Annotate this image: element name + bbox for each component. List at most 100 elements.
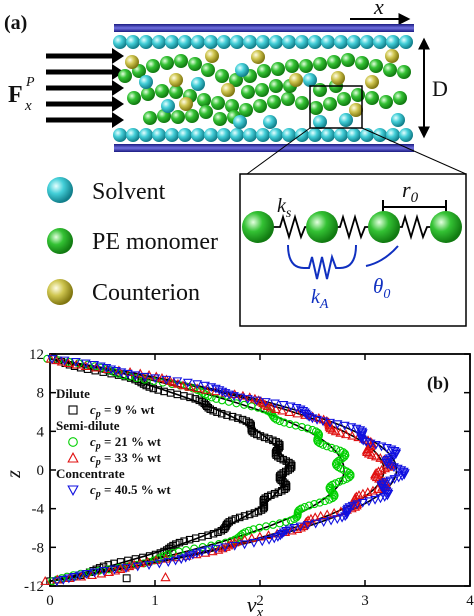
data-point-triangle-down xyxy=(187,550,198,560)
data-point-square xyxy=(124,556,132,565)
data-point-triangle-down xyxy=(172,377,183,387)
data-point-triangle-down xyxy=(272,532,283,542)
data-point-triangle-down xyxy=(389,475,400,485)
pe-monomer-bead xyxy=(241,85,255,99)
data-point-triangle-down xyxy=(101,363,112,373)
data-point-triangle-down xyxy=(239,540,250,550)
data-point-triangle-up xyxy=(277,405,288,415)
counterion-bead xyxy=(331,71,345,85)
data-point-triangle-down xyxy=(312,415,323,425)
wall-bead xyxy=(178,128,192,142)
data-point-square xyxy=(242,417,251,425)
counterion-bead xyxy=(289,73,303,87)
data-point-triangle-down xyxy=(277,529,287,539)
data-point-triangle-down xyxy=(154,559,165,569)
data-point-triangle-down xyxy=(122,369,133,379)
data-point-triangle-up xyxy=(71,359,82,369)
wall-bead xyxy=(126,128,140,142)
counterion-bead xyxy=(349,103,363,117)
data-point-triangle-down xyxy=(357,427,368,437)
solvent-bead xyxy=(391,113,405,127)
bead-spring-inset: r0 ks kA θ0 xyxy=(239,173,467,327)
data-point-triangle-down xyxy=(365,439,376,449)
data-point-circle xyxy=(332,445,341,454)
data-point-triangle-down xyxy=(342,509,353,519)
angle-spring xyxy=(287,244,357,280)
data-point-triangle-down xyxy=(109,565,120,575)
data-point-square xyxy=(269,436,277,445)
inset-monomer-4 xyxy=(430,211,462,243)
pe-monomer-bead xyxy=(257,64,271,78)
solvent-legend-label: Solvent xyxy=(92,179,166,205)
data-point-triangle-down xyxy=(242,395,253,404)
solvent-bead xyxy=(139,75,153,89)
data-point-triangle-down xyxy=(391,448,402,458)
pe-monomer-bead xyxy=(143,111,157,125)
pe-monomer-bead xyxy=(225,99,239,113)
data-point-triangle-down xyxy=(347,501,358,511)
inset-monomer-3 xyxy=(368,211,400,243)
data-point-circle xyxy=(310,500,319,509)
force-label: F xyxy=(8,82,23,108)
data-point-square xyxy=(209,529,218,538)
pe-monomer-bead xyxy=(211,96,225,110)
solvent-bead xyxy=(235,63,249,77)
species-legend: Solvent PE monomer Counterion xyxy=(47,177,218,306)
x-tick-label: 1 xyxy=(151,593,159,609)
data-point-triangle-up xyxy=(102,364,113,373)
channel-height-label: D xyxy=(432,76,448,101)
data-point-triangle-down xyxy=(284,525,295,535)
data-point-square xyxy=(245,510,254,519)
top-wall-beads xyxy=(113,35,413,49)
wall-bead xyxy=(113,35,127,49)
data-point-triangle-down xyxy=(295,522,306,532)
data-point-triangle-up xyxy=(80,361,91,370)
wall-bead xyxy=(126,35,140,49)
wall-bead xyxy=(152,128,166,142)
data-point-circle xyxy=(308,425,317,435)
pe-monomer-legend-bead xyxy=(47,228,73,254)
pe-monomer-bead xyxy=(239,103,253,117)
pe-monomer-bead xyxy=(309,101,323,115)
legend-entry: cp = 21 % wt xyxy=(90,434,162,452)
data-point-square xyxy=(240,512,249,520)
pe-monomer-bead xyxy=(174,54,188,68)
pe-monomer-bead xyxy=(313,83,327,97)
data-point-circle xyxy=(322,442,331,451)
data-point-triangle-down xyxy=(398,467,409,477)
data-point-triangle-up xyxy=(113,365,124,375)
counterion-bead xyxy=(385,49,399,63)
wall-bead xyxy=(191,35,205,49)
data-point-square xyxy=(149,384,158,393)
data-point-triangle-down xyxy=(200,381,210,391)
pe-monomer-bead xyxy=(160,56,174,70)
data-point-triangle-up xyxy=(303,515,314,525)
x-tick-label: 4 xyxy=(466,593,474,609)
data-point-circle xyxy=(125,372,134,381)
y-tick-label: 12 xyxy=(29,347,44,363)
pe-monomer-bead xyxy=(185,109,199,123)
pe-monomer-bead xyxy=(146,59,160,73)
wall-bead xyxy=(282,35,296,49)
data-point-square xyxy=(228,412,237,421)
pe-monomer-bead xyxy=(397,65,411,79)
data-point-triangle-down xyxy=(89,568,100,578)
wall-bead xyxy=(282,128,296,142)
data-point-triangle-down xyxy=(376,442,387,452)
wall-bead xyxy=(243,128,257,142)
wall-bead xyxy=(165,128,179,142)
wall-bead xyxy=(204,35,218,49)
wall-bead xyxy=(347,128,361,142)
data-point-triangle-up xyxy=(63,358,74,368)
pe-monomer-bead xyxy=(341,53,355,67)
data-point-triangle-down xyxy=(59,356,70,366)
wall-bead xyxy=(269,128,283,142)
data-point-triangle-down xyxy=(275,531,286,541)
panel-a: (a) x F P x D Solve xyxy=(4,0,467,327)
data-point-triangle-up xyxy=(91,362,102,372)
legend-heading: Concentrate xyxy=(56,466,125,481)
data-point-triangle-down xyxy=(139,372,150,382)
data-point-triangle-up xyxy=(323,417,334,427)
